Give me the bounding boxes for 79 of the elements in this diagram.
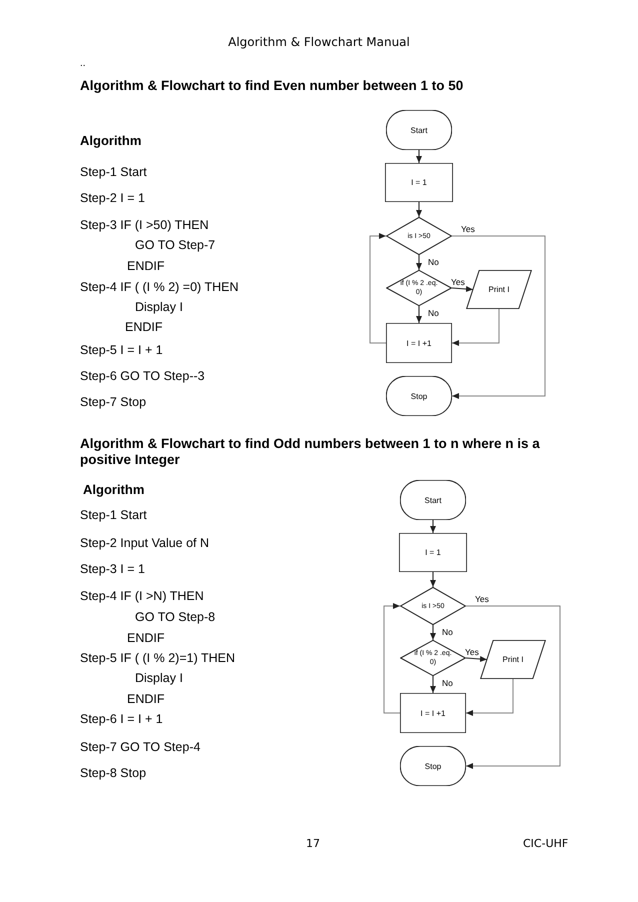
node-text: I = I +1 — [420, 708, 446, 718]
terminal-shape — [386, 376, 452, 416]
decision-diamond — [400, 587, 466, 625]
node-text: I = 1 — [411, 178, 427, 187]
process-box — [399, 533, 467, 572]
edge-label: Yes — [450, 277, 466, 287]
node-text: Print I — [488, 285, 510, 294]
section-heading: Algorithm & Flowchart to find Odd numbers between 1 to n where n is a positive Integer — [80, 436, 541, 468]
algorithm-step: Display I — [135, 669, 183, 688]
algorithm-step: Step-3 IF (I >50) THEN — [80, 216, 209, 235]
terminal-shape — [400, 746, 466, 786]
arrow — [416, 306, 422, 324]
algorithm-step: Step-6 I = I + 1 — [80, 710, 163, 729]
arrow — [416, 254, 422, 270]
algorithm-step: ENDIF — [125, 318, 162, 337]
arrow — [452, 286, 474, 292]
algorithm-step: Step-1 Start — [80, 163, 147, 182]
subheading: Algorithm — [80, 132, 142, 150]
subheading: Algorithm — [83, 481, 144, 499]
arrow — [452, 236, 546, 399]
algorithm-step: ENDIF — [127, 690, 164, 709]
node-text: Stop — [424, 762, 442, 770]
algorithm-step: ENDIF — [127, 257, 164, 276]
decision-diamond — [386, 217, 452, 255]
algorithm-step: Step-4 IF (I >N) THEN — [80, 587, 204, 606]
output-parallelogram — [480, 640, 546, 679]
node-text: I = I +1 — [406, 338, 432, 348]
algorithm-step: GO TO Step-8 — [135, 608, 216, 627]
decision-diamond — [400, 640, 466, 676]
edge-label: Yes — [464, 647, 480, 657]
process-box — [400, 693, 466, 733]
arrow — [430, 676, 436, 694]
process-box — [385, 163, 453, 202]
arrow — [430, 520, 436, 534]
arrow — [466, 678, 514, 716]
stray-mark: .. — [80, 57, 86, 71]
node-text: Start — [424, 496, 442, 504]
arrow — [466, 606, 560, 769]
algorithm-step: Step-3 I = 1 — [80, 560, 145, 579]
algorithm-step: Step-8 Stop — [80, 764, 146, 783]
arrow — [452, 308, 500, 346]
section-heading: Algorithm & Flowchart to find Even number between 1 to 50 — [80, 77, 464, 95]
edge-label: Yes — [460, 224, 476, 234]
algorithm-step: Step-5 I = I + 1 — [80, 341, 163, 360]
algorithm-step: GO TO Step-7 — [135, 236, 216, 255]
algorithm-step: Step-4 IF ( (I % 2) =0) THEN — [80, 278, 238, 297]
footer-text: CIC-UHF — [523, 836, 568, 852]
algorithm-step: Step-2 I = 1 — [80, 189, 145, 208]
edge-label: Yes — [474, 594, 490, 604]
node-text: Stop — [410, 392, 428, 400]
process-box — [386, 323, 452, 363]
node-text: Print I — [502, 655, 524, 664]
node-text: Start — [410, 126, 428, 134]
algorithm-step: Step-7 Stop — [80, 393, 146, 412]
output-parallelogram — [466, 270, 532, 309]
algorithm-step: Step-2 Input Value of N — [80, 534, 210, 553]
algorithm-step: Step-7 GO TO Step-4 — [80, 738, 200, 757]
arrow — [416, 150, 422, 164]
node-text: I = 1 — [425, 548, 441, 557]
algorithm-step: Step-5 IF ( (I % 2)=1) THEN — [80, 649, 236, 668]
arrow — [430, 572, 436, 588]
page-header: Algorithm & Flowchart Manual — [227, 34, 411, 51]
page-number: 17 — [306, 836, 320, 852]
arrow — [370, 233, 386, 344]
terminal-shape — [386, 110, 452, 150]
arrow — [384, 603, 400, 714]
algorithm-step: ENDIF — [127, 629, 164, 648]
algorithm-step: Display I — [135, 298, 183, 317]
edge-label: No — [427, 308, 440, 318]
algorithm-step: Step-6 GO TO Step--3 — [80, 367, 205, 386]
arrow — [416, 202, 422, 218]
arrow — [466, 656, 488, 662]
terminal-shape — [400, 480, 466, 520]
algorithm-step: Step-1 Start — [80, 506, 147, 525]
arrow — [430, 624, 436, 640]
edge-label: No — [427, 257, 440, 267]
decision-diamond — [386, 270, 452, 306]
edge-label: No — [441, 627, 454, 637]
edge-label: No — [441, 678, 454, 688]
